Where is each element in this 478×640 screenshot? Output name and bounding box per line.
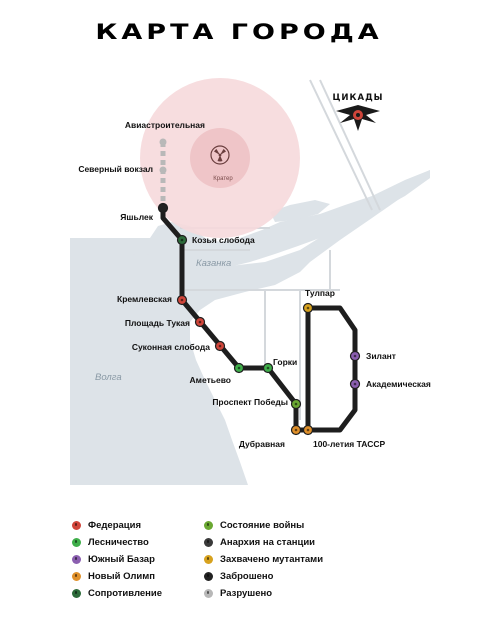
legend-item-south_bazaar: Южный Базар xyxy=(72,552,155,566)
station-12: 100-летия ТАССР xyxy=(302,424,385,449)
volga-river xyxy=(70,170,430,485)
war-icon xyxy=(204,520,213,530)
station-label: Суконная слобода xyxy=(132,342,210,352)
station-marker-destroyed xyxy=(159,166,167,174)
resistance-icon xyxy=(72,588,81,598)
station-marker-emblem xyxy=(180,238,184,242)
station-marker-emblem xyxy=(237,366,241,370)
station-marker-emblem xyxy=(306,428,310,432)
station-2: Северный вокзал xyxy=(78,164,167,174)
station-5: Кремлевская xyxy=(117,294,188,306)
kazanka-label: Казанка xyxy=(196,258,231,269)
station-marker-emblem xyxy=(306,306,310,310)
forestry-icon xyxy=(72,537,81,547)
legend-item-new_olympus: Новый Олимп xyxy=(72,569,155,583)
station-15: Академическая xyxy=(349,378,431,390)
legend-label: Лесничество xyxy=(88,536,149,548)
station-11: Дубравная xyxy=(239,424,302,449)
legend-item-forestry: Лесничество xyxy=(72,535,149,549)
station-label: Аметьево xyxy=(190,375,231,385)
station-marker-emblem xyxy=(294,428,298,432)
legend-item-abandoned: Заброшено xyxy=(204,569,273,583)
cicada-icon xyxy=(336,105,380,131)
lake-top xyxy=(270,200,330,222)
legend-item-federation: Федерация xyxy=(72,518,141,532)
station-label: Зилант xyxy=(366,351,396,361)
station-13: Тулпар xyxy=(302,288,335,314)
station-label: Дубравная xyxy=(239,439,285,449)
station-label: Горки xyxy=(273,357,297,367)
anarchy-icon xyxy=(204,537,213,547)
station-7: Суконная слобода xyxy=(132,340,226,352)
station-label: Площадь Тукая xyxy=(125,318,190,328)
station-marker-abandoned xyxy=(157,202,169,214)
station-label: Яшьлек xyxy=(120,212,153,222)
station-10: Проспект Победы xyxy=(212,397,302,410)
south_bazaar-icon xyxy=(72,554,81,564)
station-4: Козья слобода xyxy=(176,234,255,246)
station-marker-emblem xyxy=(353,382,357,386)
station-8: Аметьево xyxy=(190,362,245,385)
legend-item-mutants: Захвачено мутантами xyxy=(204,552,323,566)
station-label: 100-летия ТАССР xyxy=(313,439,385,449)
station-marker-emblem xyxy=(218,344,222,348)
volga-label: Волга xyxy=(95,372,122,383)
legend-item-resistance: Сопротивление xyxy=(72,586,162,600)
legend-label: Сопротивление xyxy=(88,587,163,599)
new_olympus-icon xyxy=(72,571,81,581)
station-marker-emblem xyxy=(353,354,357,358)
station-6: Площадь Тукая xyxy=(125,316,206,328)
crater-label: Кратер xyxy=(213,176,233,182)
station-marker-emblem xyxy=(180,298,184,302)
metro-line-main xyxy=(160,208,358,433)
station-label: Козья слобода xyxy=(192,235,255,245)
legend-label: Федерация xyxy=(88,519,142,531)
legend-label: Анархия на станции xyxy=(220,536,316,548)
station-label: Проспект Победы xyxy=(212,397,288,407)
legend-item-anarchy: Анархия на станции xyxy=(204,535,315,549)
cicadas-logo-label: ЦИКАДЫ xyxy=(333,93,384,103)
kazanka-river xyxy=(70,170,430,270)
federation-icon xyxy=(72,520,81,530)
legend-label: Разрушено xyxy=(220,587,273,599)
station-marker-emblem xyxy=(294,402,298,406)
station-marker-destroyed xyxy=(159,138,167,146)
mutants-icon xyxy=(204,554,213,564)
station-marker-emblem xyxy=(198,320,202,324)
station-label: Северный вокзал xyxy=(78,164,153,174)
station-9: Горки xyxy=(262,357,297,374)
legend-label: Состояние войны xyxy=(220,519,305,531)
station-3: Яшьлек xyxy=(120,202,169,222)
station-label: Кремлевская xyxy=(117,294,172,304)
legend-item-destroyed: Разрушено xyxy=(204,586,272,600)
legend-item-war: Состояние войны xyxy=(204,518,304,532)
station-label: Тулпар xyxy=(305,288,335,298)
station-label: Авиастроительная xyxy=(125,120,205,130)
station-marker-emblem xyxy=(266,366,270,370)
radiation-icon xyxy=(210,145,230,165)
page-title: КАРТА ГОРОДА xyxy=(95,20,383,45)
abandoned-icon xyxy=(204,571,213,581)
station-1: Авиастроительная xyxy=(125,120,205,146)
legend-label: Заброшено xyxy=(220,570,274,582)
destroyed-icon xyxy=(204,588,213,598)
legend-label: Южный Базар xyxy=(88,553,155,565)
legend-label: Захвачено мутантами xyxy=(220,553,324,565)
station-label: Академическая xyxy=(366,379,431,389)
station-14: Зилант xyxy=(349,350,396,362)
legend-label: Новый Олимп xyxy=(88,570,156,582)
